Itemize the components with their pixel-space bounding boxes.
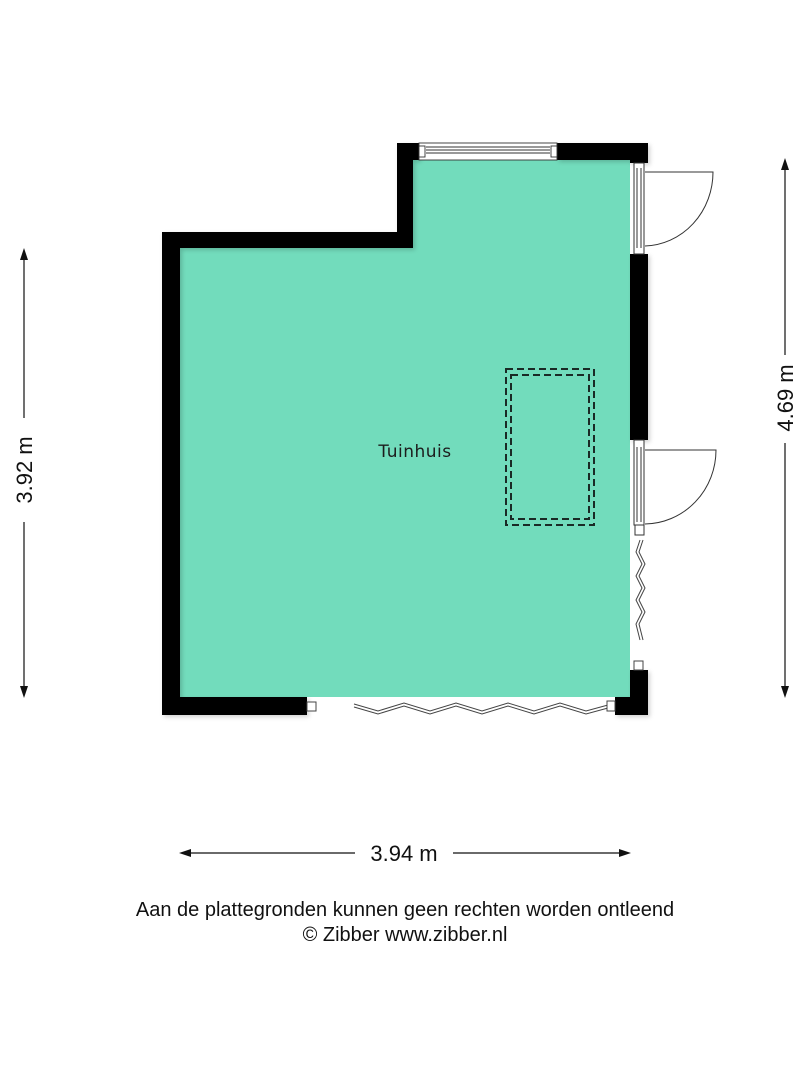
door-right-upper xyxy=(633,162,714,255)
room-floor xyxy=(180,160,630,697)
folding-door-bottom xyxy=(306,700,616,715)
walls xyxy=(162,143,648,715)
dimension-right-label: 4.69 m xyxy=(773,364,798,431)
dimension-left xyxy=(20,248,28,698)
door-right-lower xyxy=(633,439,717,536)
skylight-outline xyxy=(505,368,595,526)
copyright-text: © Zibber www.zibber.nl xyxy=(302,924,508,946)
room-label: Tuinhuis xyxy=(377,442,451,462)
dimension-bottom-label: 3.94 m xyxy=(370,841,437,866)
dimension-left-label: 3.92 m xyxy=(12,436,37,503)
disclaimer-text: Aan de plattegronden kunnen geen rechten… xyxy=(135,899,675,921)
dimension-right xyxy=(781,158,789,698)
window-top xyxy=(418,142,558,161)
folding-door-right xyxy=(633,539,646,671)
dimension-bottom xyxy=(179,849,631,857)
